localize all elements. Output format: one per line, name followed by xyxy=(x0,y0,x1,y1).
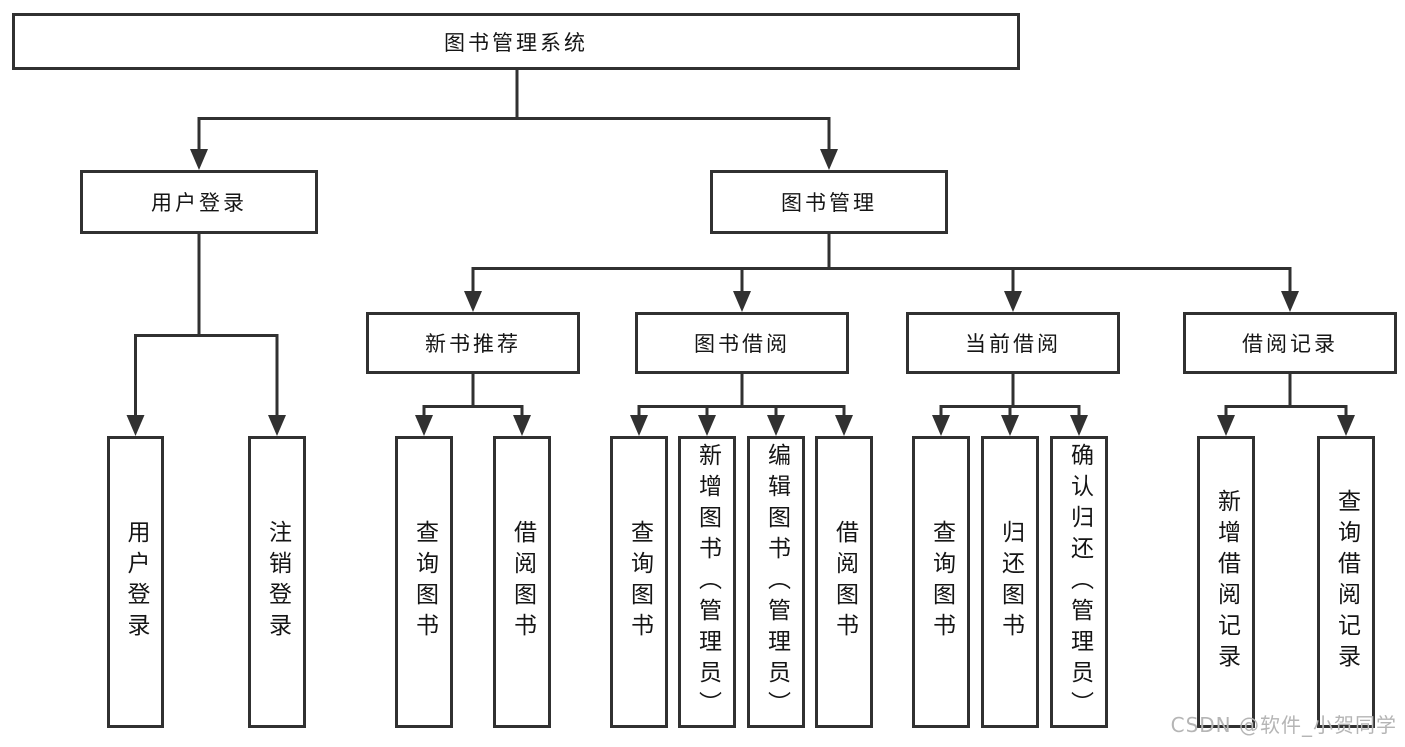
leaf-borrow-books: 借阅图书 xyxy=(815,436,873,728)
leaf-label: 查询图书 xyxy=(626,520,653,644)
leaf-add-borrow-record: 新增借阅记录 xyxy=(1197,436,1255,728)
node-label: 新书推荐 xyxy=(425,332,521,356)
leaf-label: 用户登录 xyxy=(123,520,149,644)
leaf-borrow-books-recommend: 借阅图书 xyxy=(493,436,551,728)
leaf-label: 编辑图书（管理员） xyxy=(763,442,790,722)
leaf-label: 查询借阅记录 xyxy=(1333,489,1360,675)
node-user-login: 用户登录 xyxy=(80,170,318,234)
leaf-edit-books-admin: 编辑图书（管理员） xyxy=(747,436,805,728)
leaf-query-borrow-record: 查询借阅记录 xyxy=(1317,436,1375,728)
leaf-logout: 注销登录 xyxy=(248,436,306,728)
leaf-user-login: 用户登录 xyxy=(107,436,164,728)
node-book-borrow: 图书借阅 xyxy=(635,312,849,374)
node-label: 用户登录 xyxy=(151,191,247,215)
leaf-label: 确认归还（管理员） xyxy=(1066,442,1093,722)
leaf-label: 查询图书 xyxy=(411,520,438,644)
node-current-borrow: 当前借阅 xyxy=(906,312,1120,374)
leaf-label: 新增图书（管理员） xyxy=(694,442,721,722)
node-library-system-root: 图书管理系统 xyxy=(12,13,1020,70)
csdn-watermark: CSDN @软件_小贺同学 xyxy=(1170,713,1397,737)
node-book-management: 图书管理 xyxy=(710,170,948,234)
leaf-label: 查询图书 xyxy=(928,520,955,644)
leaf-query-books-current: 查询图书 xyxy=(912,436,970,728)
leaf-query-books-recommend: 查询图书 xyxy=(395,436,453,728)
leaf-query-books-borrow: 查询图书 xyxy=(610,436,668,728)
node-label: 借阅记录 xyxy=(1242,332,1338,356)
leaf-return-books: 归还图书 xyxy=(981,436,1039,728)
leaf-add-books-admin: 新增图书（管理员） xyxy=(678,436,736,728)
node-label: 图书管理系统 xyxy=(444,30,588,55)
node-label: 图书借阅 xyxy=(694,332,790,356)
node-label: 图书管理 xyxy=(781,191,877,215)
leaf-label: 借阅图书 xyxy=(831,520,858,644)
node-borrow-records: 借阅记录 xyxy=(1183,312,1397,374)
leaf-label: 新增借阅记录 xyxy=(1213,489,1240,675)
leaf-confirm-return-admin: 确认归还（管理员） xyxy=(1050,436,1108,728)
leaf-label: 归还图书 xyxy=(997,520,1024,644)
leaf-label: 借阅图书 xyxy=(509,520,536,644)
node-new-book-recommend: 新书推荐 xyxy=(366,312,580,374)
node-label: 当前借阅 xyxy=(965,332,1061,356)
leaf-label: 注销登录 xyxy=(264,520,291,644)
